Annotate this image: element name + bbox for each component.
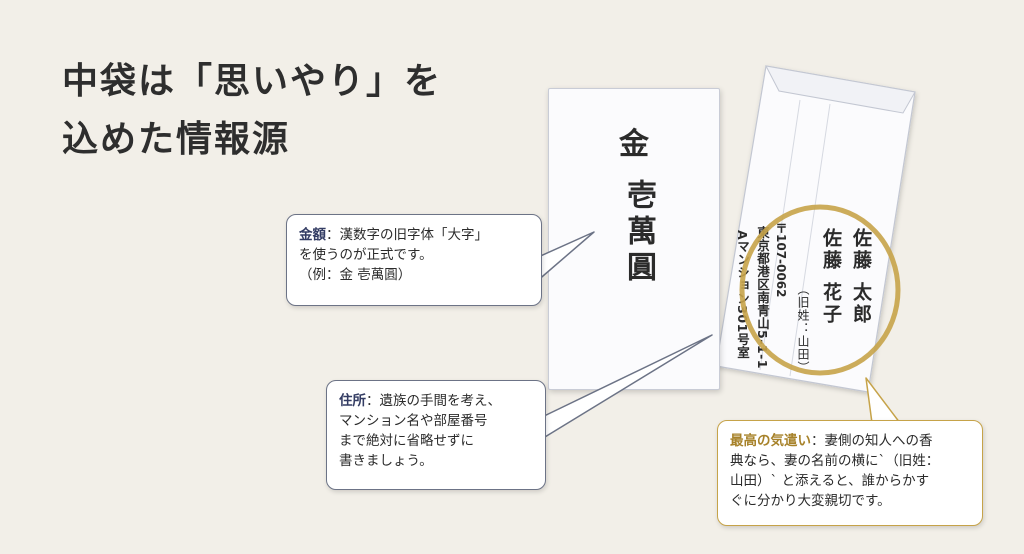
title-line-1: 中袋は「思いやり」を [62, 60, 443, 102]
sender-name-husband: 佐藤 太郎 [850, 228, 872, 326]
care-callout-text-2: 典なら、妻の名前の横に`（旧姓： [730, 453, 940, 469]
highlight-ring [739, 204, 901, 376]
amount-callout-text-3: （例：金 壱萬圓） [299, 267, 412, 283]
envelope-back-flap [765, 65, 916, 114]
sender-name-wife: 佐藤 花子 [820, 228, 842, 326]
amount-callout-tail [535, 231, 595, 283]
address-callout: 住所：遺族の手間を考え、 マンション名や部屋番号 まで絶対に省略せずに 書きまし… [326, 380, 546, 490]
care-callout-text-4: ぐに分かり大変親切です。 [730, 493, 891, 509]
amount-kanji: 壱萬圓 [621, 179, 656, 287]
care-callout-text-3: 山田）` と添えると、誰からかす [730, 473, 930, 489]
care-callout: 最高の気遣い：妻側の知人への香 典なら、妻の名前の横に`（旧姓： 山田）` と添… [717, 420, 983, 526]
page-title: 中袋は「思いやり」を 込めた情報源 [62, 52, 442, 168]
address-callout-text-3: まで絶対に省略せずに [339, 433, 474, 449]
address-callout-tail [539, 334, 713, 441]
title-line-2: 込めた情報源 [62, 118, 291, 160]
maiden-name-note: （旧姓：山田） [796, 283, 810, 374]
amount-callout-label: 金額 [299, 227, 326, 243]
address-callout-text-2: マンション名や部屋番号 [339, 413, 488, 429]
postal-code: 〒107-0062 [774, 222, 788, 298]
care-callout-tail [865, 377, 901, 424]
envelope-seam-right [789, 103, 831, 377]
address-line-1: 東京都港区南青山5-1-1 [755, 226, 770, 369]
care-callout-text-1: ：妻側の知人への香 [811, 433, 933, 449]
address-callout-label: 住所 [339, 393, 366, 409]
care-callout-label: 最高の気遣い [730, 433, 811, 449]
amount-callout: 金額：漢数字の旧字体「大字」 を使うのが正式です。 （例：金 壱萬圓） [286, 214, 542, 306]
amount-prefix: 金 [619, 127, 649, 162]
envelope-seam-left [759, 99, 801, 371]
amount-callout-text-1: ：漢数字の旧字体「大字」 [326, 227, 488, 243]
address-callout-text-1: ：遺族の手間を考え、 [366, 393, 501, 409]
amount-callout-text-2: を使うのが正式です。 [299, 247, 433, 263]
address-callout-text-4: 書きましょう。 [339, 453, 433, 469]
